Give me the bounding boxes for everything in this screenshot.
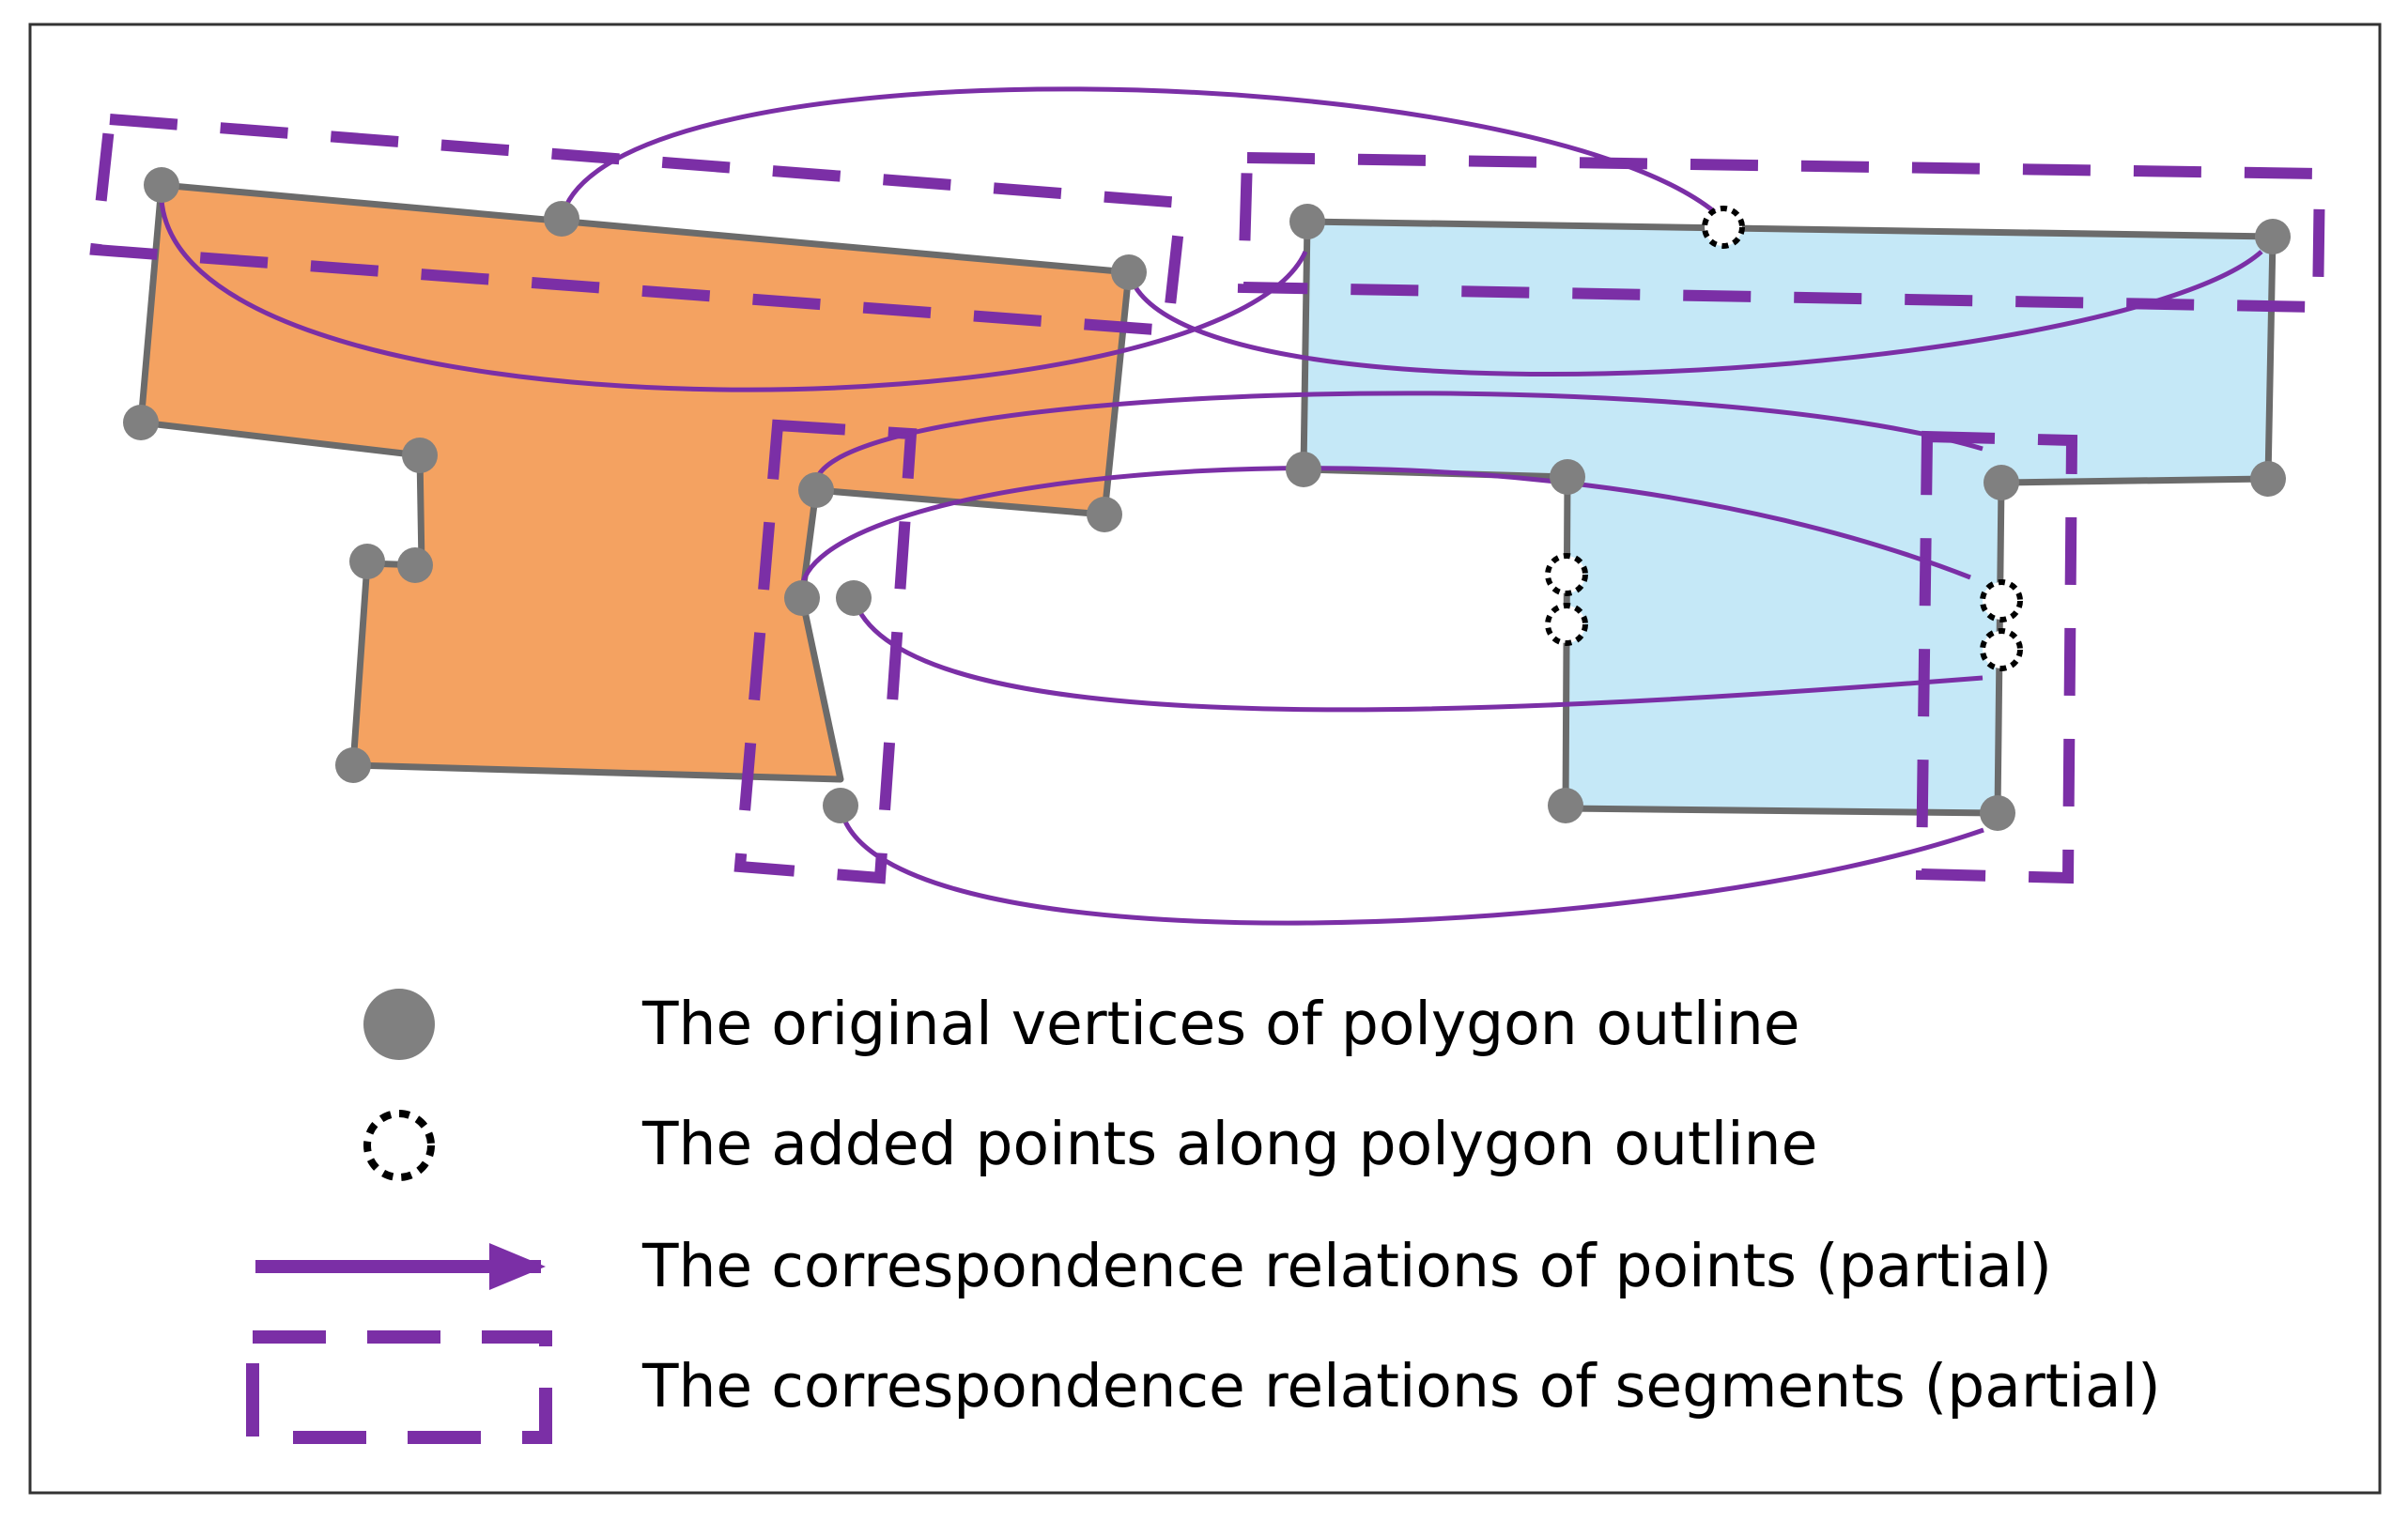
vertex <box>1548 788 1583 823</box>
vertex <box>1550 459 1585 495</box>
added-point <box>1980 579 2023 622</box>
added-point <box>1980 628 2023 671</box>
vertex <box>836 580 872 616</box>
vertex <box>349 544 385 579</box>
vertex <box>784 580 820 616</box>
legend-vertex-icon <box>363 989 435 1060</box>
vertex <box>335 747 371 783</box>
arrow-left-top-right-to-right-top-right <box>1126 250 2263 376</box>
legend-label-segment-relations: The correspondence relations of segments… <box>641 1352 2161 1421</box>
added-point <box>1545 553 1588 596</box>
added-points <box>1545 206 2023 671</box>
segment-box-left-top <box>89 113 1188 337</box>
right-polygon-vertices <box>1286 204 2291 831</box>
arrow-top-mid-to-added <box>559 86 1717 220</box>
legend: The original vertices of polygon outline… <box>246 989 2161 1444</box>
vertex <box>2250 461 2286 497</box>
left-polygon <box>137 181 1133 783</box>
added-point <box>1702 206 1745 249</box>
vertex <box>1980 795 2015 831</box>
vertex <box>1984 465 2019 500</box>
segment-box-right-top <box>1237 151 2326 314</box>
vertex <box>1289 204 1325 239</box>
legend-label-point-relations: The correspondence relations of points (… <box>641 1232 2052 1300</box>
arrow-step-bottom-to-added-lower <box>851 597 1984 713</box>
arrow-bottom-right-to-right-bottom <box>838 807 1984 926</box>
vertex <box>397 547 433 583</box>
figure-frame <box>28 23 2382 1495</box>
legend-label-vertices: The original vertices of polygon outline <box>641 990 1800 1058</box>
arrow-top-left-to-right-top <box>159 184 1308 392</box>
legend-dashed-rect-icon <box>246 1330 552 1444</box>
vertex <box>1087 497 1122 532</box>
added-point <box>1545 603 1588 646</box>
vertex <box>798 472 834 508</box>
vertex <box>123 405 159 440</box>
arrow-step-top-to-right-step <box>813 391 1984 491</box>
legend-label-added-points: The added points along polygon outline <box>641 1110 1817 1178</box>
left-polygon-vertices <box>123 167 1147 823</box>
arrow-step-mid-to-added-upper <box>799 466 1971 599</box>
vertex <box>144 167 179 203</box>
segment-box-right-right <box>1915 430 2078 884</box>
segment-box-left-right <box>733 419 918 884</box>
legend-added-point-icon <box>363 1110 435 1181</box>
segment-correspondence-boxes <box>89 113 2326 884</box>
point-correspondence-arrows <box>159 86 2263 926</box>
vertex <box>402 438 438 473</box>
vertex <box>2255 219 2291 254</box>
vertex <box>1286 452 1321 487</box>
vertex <box>1111 254 1147 290</box>
vertex <box>823 788 858 823</box>
vertex <box>544 201 579 237</box>
